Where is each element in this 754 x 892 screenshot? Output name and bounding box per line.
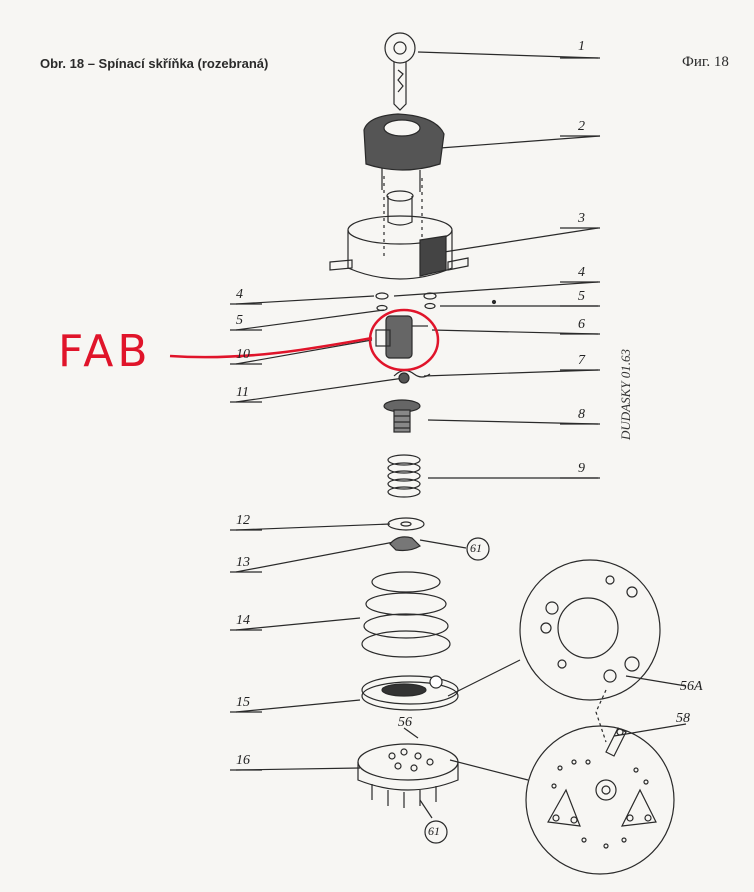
part-8-bolt bbox=[383, 399, 421, 433]
part-7-contact-spring bbox=[393, 369, 431, 384]
label-56: 56 bbox=[398, 715, 412, 730]
label-61-lower: 61 bbox=[428, 824, 440, 838]
label-13: 13 bbox=[236, 555, 250, 570]
label-7: 7 bbox=[578, 353, 585, 368]
red-arrow-line bbox=[169, 336, 373, 359]
label-2: 2 bbox=[578, 119, 585, 134]
label-10: 10 bbox=[236, 347, 250, 362]
artist-signature: DUDASKY 01.63 bbox=[618, 348, 633, 440]
detail-disc-upper bbox=[519, 559, 661, 701]
label-4-right: 4 bbox=[578, 265, 585, 280]
parts-4-5-washers bbox=[375, 292, 497, 312]
part-1-key bbox=[384, 32, 416, 111]
label-12: 12 bbox=[236, 513, 250, 528]
label-14: 14 bbox=[236, 613, 250, 628]
label-15: 15 bbox=[236, 695, 250, 710]
part-3-housing bbox=[329, 190, 469, 280]
label-3: 3 bbox=[578, 211, 585, 226]
label-6: 6 bbox=[578, 317, 585, 332]
leader-lines bbox=[235, 51, 687, 819]
circled-label-rings bbox=[424, 537, 490, 844]
red-circle-highlight bbox=[368, 308, 440, 372]
part-6-lock-cylinder bbox=[375, 315, 428, 359]
label-58: 58 bbox=[676, 711, 690, 726]
part-14-large-spring bbox=[361, 571, 451, 658]
figure-title-russian: Фиг. 18 bbox=[682, 54, 729, 70]
label-9: 9 bbox=[578, 461, 585, 476]
label-1: 1 bbox=[578, 39, 585, 54]
red-annotation-markup bbox=[169, 308, 440, 372]
label-5-left: 5 bbox=[236, 313, 243, 328]
part-9-spring bbox=[387, 454, 421, 498]
label-11: 11 bbox=[236, 385, 249, 400]
label-56a: 56A bbox=[680, 679, 703, 694]
part-15-rotor-disc bbox=[361, 675, 459, 711]
label-5-right: 5 bbox=[578, 289, 585, 304]
label-underlines bbox=[230, 57, 600, 771]
part-13-clip bbox=[389, 536, 421, 552]
label-8: 8 bbox=[578, 407, 585, 422]
part-12-washer bbox=[387, 517, 425, 531]
detail-disc-lower bbox=[525, 725, 675, 875]
part-16-contact-base bbox=[357, 743, 459, 808]
label-4-left: 4 bbox=[236, 287, 243, 302]
label-61-upper: 61 bbox=[470, 541, 482, 555]
fab-annotation: FAB bbox=[58, 326, 152, 377]
label-16: 16 bbox=[236, 753, 250, 768]
figure-title-czech: Obr. 18 – Spínací skříňka (rozebraná) bbox=[40, 56, 269, 71]
